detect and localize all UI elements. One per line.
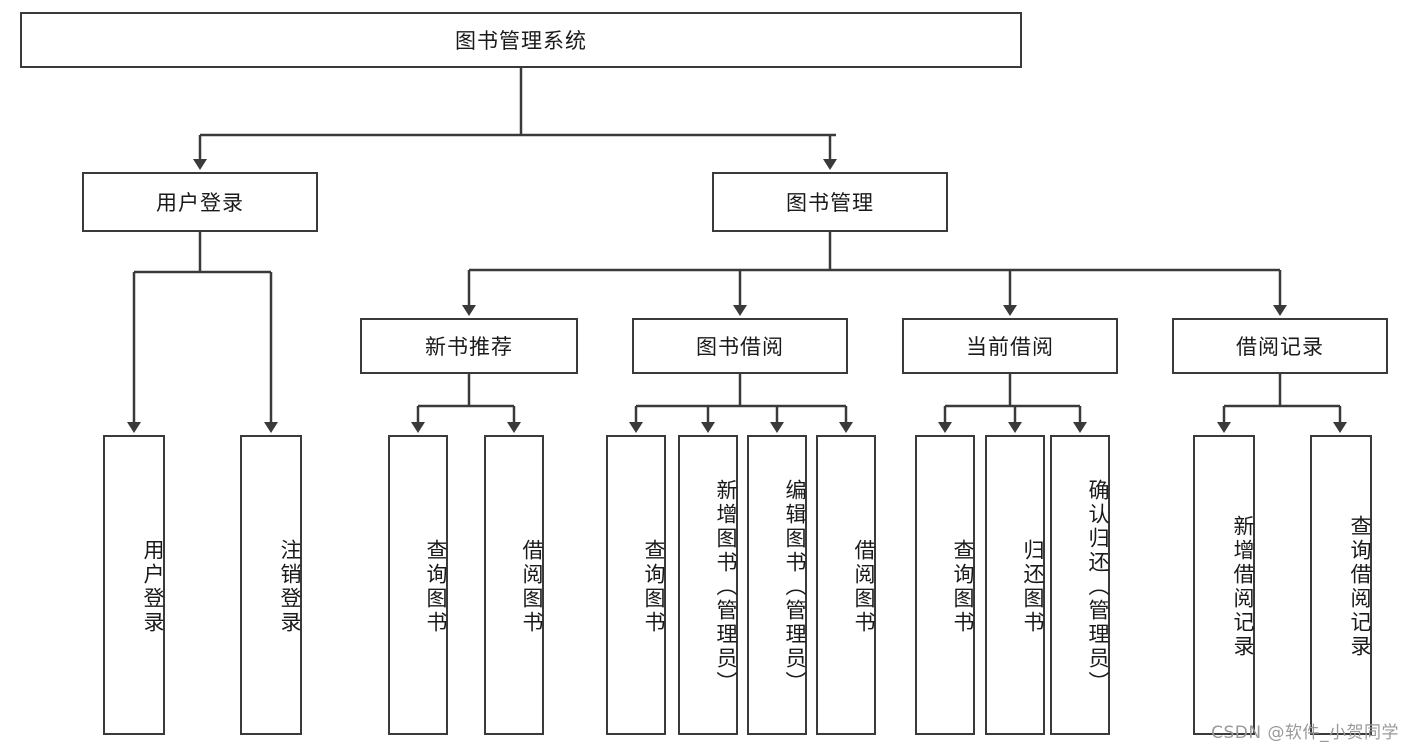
leaf-query-book-3[interactable]: 查询图书 xyxy=(915,435,975,735)
leaf-label: 查询图书 xyxy=(424,539,448,635)
leaf-label: 新增借阅记录 xyxy=(1231,515,1255,659)
leaf-add-borrow-record[interactable]: 新增借阅记录 xyxy=(1193,435,1255,735)
node-book-manage[interactable]: 图书管理 xyxy=(712,172,948,232)
leaf-label: 查询借阅记录 xyxy=(1348,515,1372,659)
leaf-label: 查询图书 xyxy=(642,539,666,635)
node-new-book-recommend[interactable]: 新书推荐 xyxy=(360,318,578,374)
node-current-borrow[interactable]: 当前借阅 xyxy=(902,318,1118,374)
leaf-query-book-2[interactable]: 查询图书 xyxy=(606,435,666,735)
leaf-query-book-1[interactable]: 查询图书 xyxy=(388,435,448,735)
node-user-login[interactable]: 用户登录 xyxy=(82,172,318,232)
csdn-watermark: CSDN @软件_小贺同学 xyxy=(1211,723,1399,743)
leaf-confirm-return[interactable]: 确认归还（管理员） xyxy=(1050,435,1110,735)
leaf-label: 新增图书（管理员） xyxy=(714,479,738,695)
leaf-logout[interactable]: 注销登录 xyxy=(240,435,302,735)
leaf-label: 借阅图书 xyxy=(520,539,544,635)
leaf-label: 确认归还（管理员） xyxy=(1086,479,1110,695)
node-borrow-record[interactable]: 借阅记录 xyxy=(1172,318,1388,374)
node-book-borrow[interactable]: 图书借阅 xyxy=(632,318,848,374)
leaf-add-book[interactable]: 新增图书（管理员） xyxy=(678,435,738,735)
leaf-label: 编辑图书（管理员） xyxy=(783,479,807,695)
leaf-query-borrow-record[interactable]: 查询借阅记录 xyxy=(1310,435,1372,735)
leaf-edit-book[interactable]: 编辑图书（管理员） xyxy=(747,435,807,735)
leaf-user-login[interactable]: 用户登录 xyxy=(103,435,165,735)
leaf-return-book[interactable]: 归还图书 xyxy=(985,435,1045,735)
leaf-label: 查询图书 xyxy=(951,539,975,635)
node-root-system[interactable]: 图书管理系统 xyxy=(20,12,1022,68)
leaf-label: 用户登录 xyxy=(141,539,165,635)
leaf-label: 借阅图书 xyxy=(852,539,876,635)
leaf-borrow-book-2[interactable]: 借阅图书 xyxy=(816,435,876,735)
leaf-label: 注销登录 xyxy=(278,539,302,635)
leaf-label: 归还图书 xyxy=(1021,539,1045,635)
leaf-borrow-book-1[interactable]: 借阅图书 xyxy=(484,435,544,735)
